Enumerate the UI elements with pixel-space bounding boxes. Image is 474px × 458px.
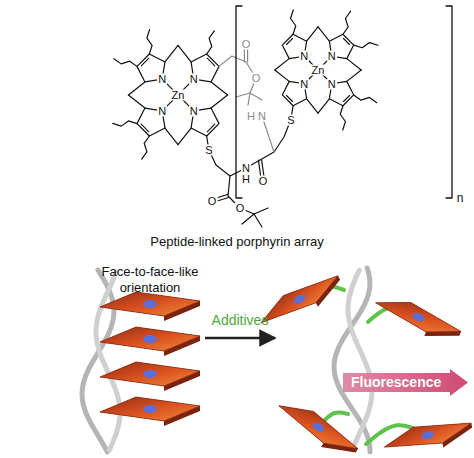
bond bbox=[254, 214, 262, 227]
butyl-chain bbox=[147, 30, 152, 54]
caption: Peptide-linked porphyrin array bbox=[150, 235, 323, 248]
meso-bond bbox=[307, 99, 318, 113]
structure bbox=[113, 6, 452, 227]
atom-label: N bbox=[189, 105, 199, 116]
atom-label: N bbox=[241, 163, 251, 174]
double-bond bbox=[141, 124, 149, 132]
butyl-chain bbox=[114, 59, 137, 67]
bond bbox=[254, 208, 268, 214]
porphyrin-plate bbox=[100, 397, 200, 426]
atom-label: O bbox=[241, 39, 252, 50]
double-bond bbox=[343, 95, 349, 101]
porphyrin-plate bbox=[371, 290, 464, 348]
porphyrin-plate bbox=[382, 415, 474, 458]
double-bond bbox=[207, 58, 215, 66]
atom-label: N bbox=[189, 74, 199, 85]
meso-bond bbox=[275, 59, 289, 70]
meso-bond bbox=[347, 59, 361, 70]
porphyrin bbox=[275, 10, 378, 130]
bond bbox=[207, 106, 293, 176]
atom-label: n bbox=[456, 192, 465, 204]
meso-bond bbox=[128, 82, 145, 95]
atom-label: S bbox=[286, 114, 295, 125]
meso-bond bbox=[275, 70, 289, 81]
zinc-center bbox=[292, 293, 307, 305]
bond bbox=[248, 93, 250, 105]
peptide-strand bbox=[82, 270, 114, 452]
zinc-center bbox=[411, 311, 425, 322]
butyl-chain bbox=[354, 43, 378, 48]
double-bond bbox=[207, 124, 215, 132]
meso-bond bbox=[178, 45, 191, 62]
porphyrin-plate bbox=[100, 292, 200, 321]
atom-label: O bbox=[207, 196, 218, 207]
porphyrin bbox=[113, 30, 228, 159]
reaction-arrow bbox=[205, 337, 275, 340]
atom-label: N bbox=[157, 105, 167, 116]
porphyrin-plate bbox=[100, 362, 200, 391]
atom-label: Zn bbox=[171, 90, 186, 101]
atom-label: O bbox=[235, 203, 246, 214]
zinc-center bbox=[143, 370, 157, 378]
fluorescence-arrow: Fluorescence bbox=[343, 369, 468, 396]
butyl-chain bbox=[340, 106, 345, 130]
meso-bond bbox=[211, 82, 228, 95]
zinc-center bbox=[421, 430, 435, 440]
state-label: Face-to-face-like orientation bbox=[89, 264, 211, 297]
bond bbox=[236, 93, 250, 97]
meso-bond bbox=[178, 128, 191, 145]
arrow-body bbox=[343, 369, 468, 396]
zinc-center bbox=[143, 300, 157, 308]
butyl-chain bbox=[142, 136, 150, 159]
meso-bond bbox=[211, 95, 228, 108]
meso-bond bbox=[307, 27, 318, 41]
meso-bond bbox=[128, 95, 145, 108]
atom-label: H bbox=[241, 174, 251, 185]
atom-label: S bbox=[204, 144, 213, 155]
node-text: Fluorescence bbox=[351, 374, 450, 390]
bracket bbox=[446, 6, 452, 198]
porphyrin-plate bbox=[272, 394, 362, 458]
additive-label: Additives bbox=[212, 313, 269, 327]
butyl-chain bbox=[207, 31, 215, 54]
double-bond bbox=[343, 39, 349, 45]
zinc-center bbox=[143, 335, 157, 343]
double-bond bbox=[287, 39, 293, 45]
double-bond bbox=[287, 95, 293, 101]
meso-bond bbox=[165, 128, 178, 145]
meso-bond bbox=[347, 70, 361, 81]
peptide-strand bbox=[96, 272, 120, 450]
atom-label: O bbox=[251, 73, 262, 84]
porphyrin-plate bbox=[255, 269, 347, 334]
butyl-chain bbox=[343, 11, 351, 34]
atom-label: N bbox=[327, 51, 337, 62]
zinc-center bbox=[311, 421, 326, 434]
peptide-strand bbox=[348, 270, 372, 450]
atom-label: Zn bbox=[311, 65, 326, 76]
bond bbox=[242, 214, 254, 224]
butyl-chain bbox=[354, 95, 377, 103]
atom-label: N bbox=[299, 51, 309, 62]
double-bond bbox=[141, 58, 149, 66]
atom-label: H bbox=[246, 111, 256, 122]
butyl-chain bbox=[291, 10, 296, 34]
atom-label: N bbox=[257, 111, 267, 122]
bond bbox=[250, 93, 262, 100]
butyl-chain bbox=[113, 121, 137, 126]
atom-label: N bbox=[299, 78, 309, 89]
helix-illustration bbox=[82, 268, 474, 458]
meso-bond bbox=[318, 99, 329, 113]
zinc-center bbox=[143, 405, 157, 413]
atom-label: O bbox=[258, 176, 269, 187]
atom-label: N bbox=[327, 78, 337, 89]
meso-bond bbox=[318, 27, 329, 41]
porphyrin-plate bbox=[100, 327, 200, 356]
atom-label: N bbox=[157, 74, 167, 85]
meso-bond bbox=[165, 45, 178, 62]
